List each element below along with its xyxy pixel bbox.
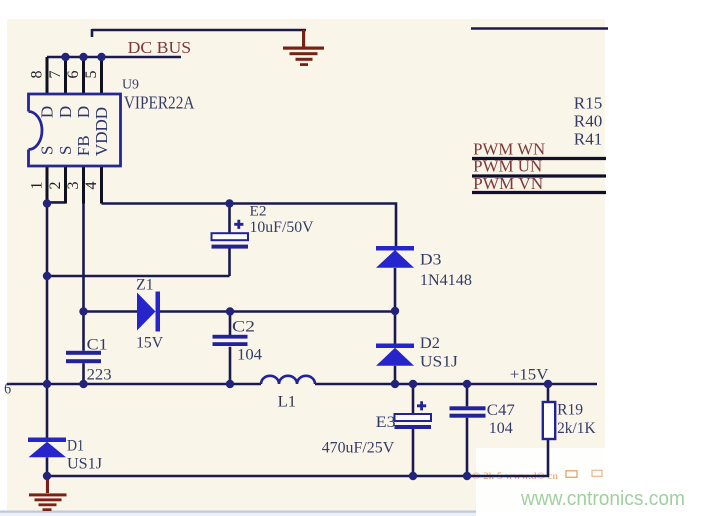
svg-text:2k/1K: 2k/1K xyxy=(557,420,596,437)
svg-text:D: D xyxy=(56,106,75,118)
svg-text:1N4148: 1N4148 xyxy=(420,272,472,289)
svg-text:D3: D3 xyxy=(420,252,442,269)
svg-text:10uF/50V: 10uF/50V xyxy=(250,219,314,236)
svg-text:Z1: Z1 xyxy=(136,277,154,294)
svg-text:6: 6 xyxy=(65,71,82,79)
svg-text:223: 223 xyxy=(87,367,112,384)
svg-text:4: 4 xyxy=(83,182,100,190)
svg-text:1: 1 xyxy=(29,182,46,190)
svg-text:R19: R19 xyxy=(557,402,583,419)
svg-text:L1: L1 xyxy=(278,394,297,411)
svg-text:3: 3 xyxy=(65,182,82,190)
svg-text:R40: R40 xyxy=(574,112,603,131)
svg-text:470uF/25V: 470uF/25V xyxy=(322,440,395,457)
svg-text:DC BUS: DC BUS xyxy=(128,38,192,57)
svg-text:U9: U9 xyxy=(122,78,139,93)
svg-text:104: 104 xyxy=(237,347,262,364)
svg-text:FB: FB xyxy=(74,135,93,156)
svg-text:www.cntronics.com: www.cntronics.com xyxy=(520,488,685,510)
svg-text:R41: R41 xyxy=(574,130,603,149)
svg-text:D2: D2 xyxy=(420,335,440,352)
svg-text:R15: R15 xyxy=(574,94,603,113)
svg-text:2: 2 xyxy=(47,182,64,190)
svg-text:D: D xyxy=(74,106,93,118)
svg-text:PWM VN: PWM VN xyxy=(473,174,543,193)
svg-text:C47: C47 xyxy=(487,402,515,419)
svg-text:C1: C1 xyxy=(87,337,108,354)
svg-text:7: 7 xyxy=(47,71,64,79)
svg-text:104: 104 xyxy=(489,420,513,437)
svg-text:VDDD: VDDD xyxy=(92,107,111,156)
svg-text:D1: D1 xyxy=(67,438,84,455)
svg-text:PWM UN: PWM UN xyxy=(473,157,542,176)
svg-text:US1J: US1J xyxy=(420,354,458,371)
svg-text:5: 5 xyxy=(83,71,100,79)
svg-text:S: S xyxy=(56,146,75,155)
svg-text:US1J: US1J xyxy=(67,456,102,473)
svg-text:+15V: +15V xyxy=(510,367,549,384)
svg-text:E3: E3 xyxy=(376,414,396,431)
svg-text:C2: C2 xyxy=(232,319,255,336)
svg-text:15V: 15V xyxy=(136,335,163,352)
svg-text:6: 6 xyxy=(4,381,11,398)
svg-text:S: S xyxy=(38,146,57,155)
svg-text:PWM WN: PWM WN xyxy=(473,140,545,159)
svg-text:8: 8 xyxy=(29,71,46,79)
svg-text:E2: E2 xyxy=(250,204,267,220)
svg-text:D: D xyxy=(38,106,57,118)
svg-text:VIPER22A: VIPER22A xyxy=(124,93,195,113)
